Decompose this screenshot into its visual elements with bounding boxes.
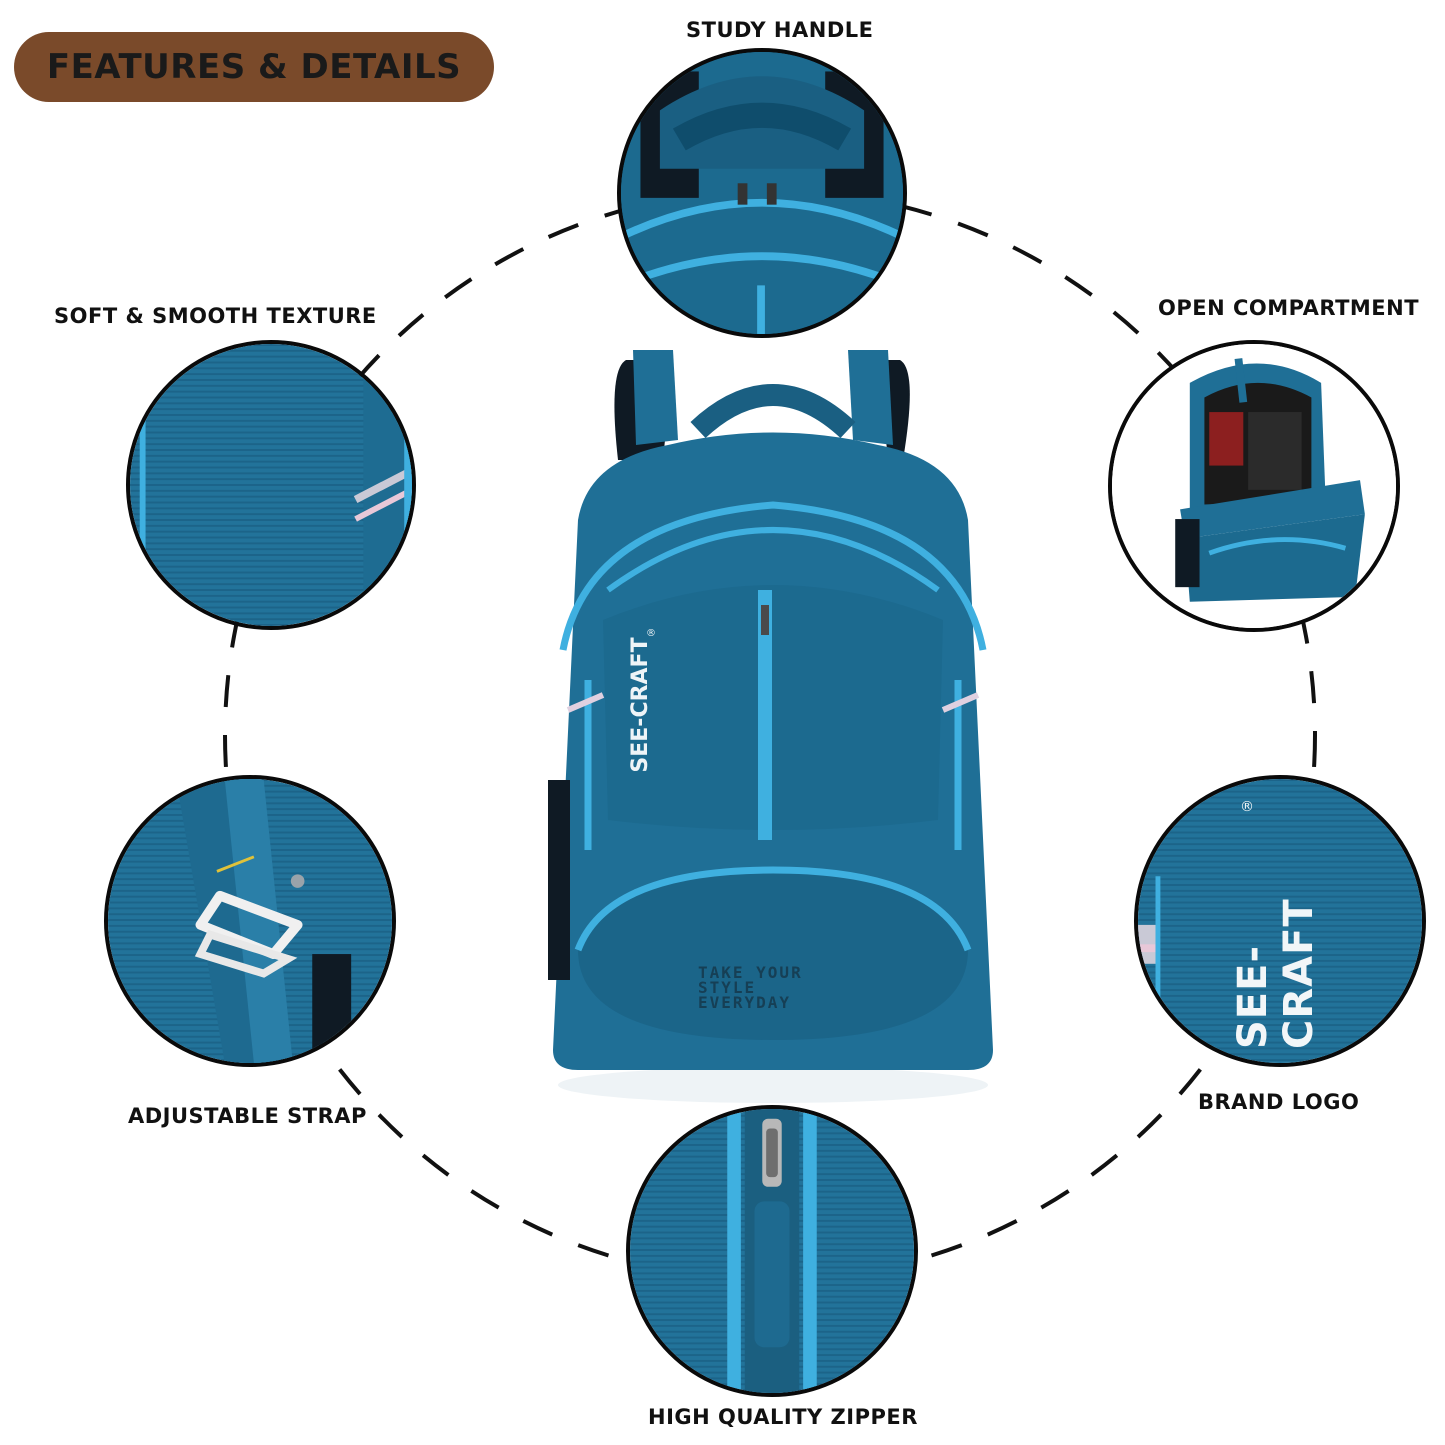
backpack-brand-text: SEE-CRAFT xyxy=(627,637,653,773)
label-high-quality-zipper: HIGH QUALITY ZIPPER xyxy=(648,1405,918,1429)
handle-closeup-icon xyxy=(617,48,907,338)
backpack-tagline: TAKE YOUR STYLE EVERYDAY xyxy=(698,963,803,1012)
badge-title: FEATURES & DETAILS xyxy=(46,47,462,87)
label-soft-texture: SOFT & SMOOTH TEXTURE xyxy=(54,304,377,328)
adjustable-strap-closeup-icon xyxy=(104,775,396,1067)
tagline-line-1: TAKE YOUR xyxy=(698,963,803,982)
fabric-texture-closeup-icon xyxy=(126,340,416,630)
brand-logo-text-wrap: SEE-CRAFT xyxy=(1230,809,1322,1049)
features-details-badge: FEATURES & DETAILS xyxy=(14,32,494,102)
registered-mark-small: ® xyxy=(646,628,656,639)
label-open-compartment: OPEN COMPARTMENT xyxy=(1158,296,1420,320)
tagline-line-3: EVERYDAY xyxy=(698,993,792,1012)
label-brand-logo: BRAND LOGO xyxy=(1198,1090,1360,1114)
label-adjustable-strap: ADJUSTABLE STRAP xyxy=(128,1104,367,1128)
backpack-brand-wrap: SEE-CRAFT xyxy=(610,635,670,775)
registered-mark-large: ® xyxy=(1240,799,1254,815)
brand-logo-closeup-icon: SEE-CRAFT ® xyxy=(1134,775,1426,1067)
zipper-closeup-icon xyxy=(626,1105,918,1397)
brand-logo-text: SEE-CRAFT xyxy=(1230,898,1322,1049)
tagline-line-2: STYLE xyxy=(698,978,757,997)
label-study-handle: STUDY HANDLE xyxy=(686,18,874,42)
open-compartment-closeup-icon xyxy=(1108,340,1400,632)
backpack-product-image: SEE-CRAFT ® TAKE YOUR STYLE EVERYDAY xyxy=(548,350,998,1110)
